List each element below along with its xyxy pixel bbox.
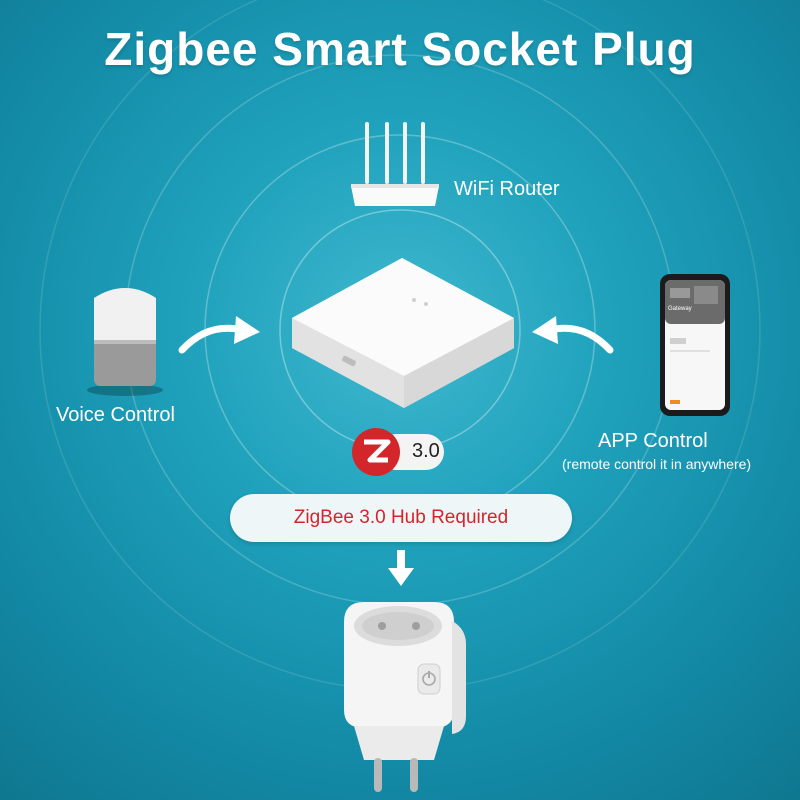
- page-title: Zigbee Smart Socket Plug: [104, 23, 696, 75]
- smartphone-icon: [660, 274, 730, 416]
- wifi-router-icon: [351, 122, 439, 206]
- wifi-router-label: WiFi Router: [454, 178, 560, 200]
- zigbee-logo-icon: [352, 428, 444, 476]
- zigbee-hub-device: [292, 258, 514, 408]
- arrow-right-icon: [178, 316, 260, 354]
- app-control-sublabel: (remote control it in anywhere): [562, 456, 752, 472]
- hub-required-text: ZigBee 3.0 Hub Required: [293, 507, 509, 528]
- voice-control-label: Voice Control: [56, 404, 175, 426]
- smart-plug-device: [344, 602, 466, 792]
- hub-required-notice: ZigBee 3.0 Hub Required: [230, 494, 572, 542]
- app-control-label: APP Control: [598, 430, 708, 452]
- arrow-down-icon: [388, 550, 414, 586]
- phone-screen-header: Gateway: [668, 306, 692, 312]
- arrow-left-icon: [532, 316, 614, 354]
- smart-speaker-icon: [87, 288, 163, 396]
- zigbee-version: 3.0: [412, 440, 440, 462]
